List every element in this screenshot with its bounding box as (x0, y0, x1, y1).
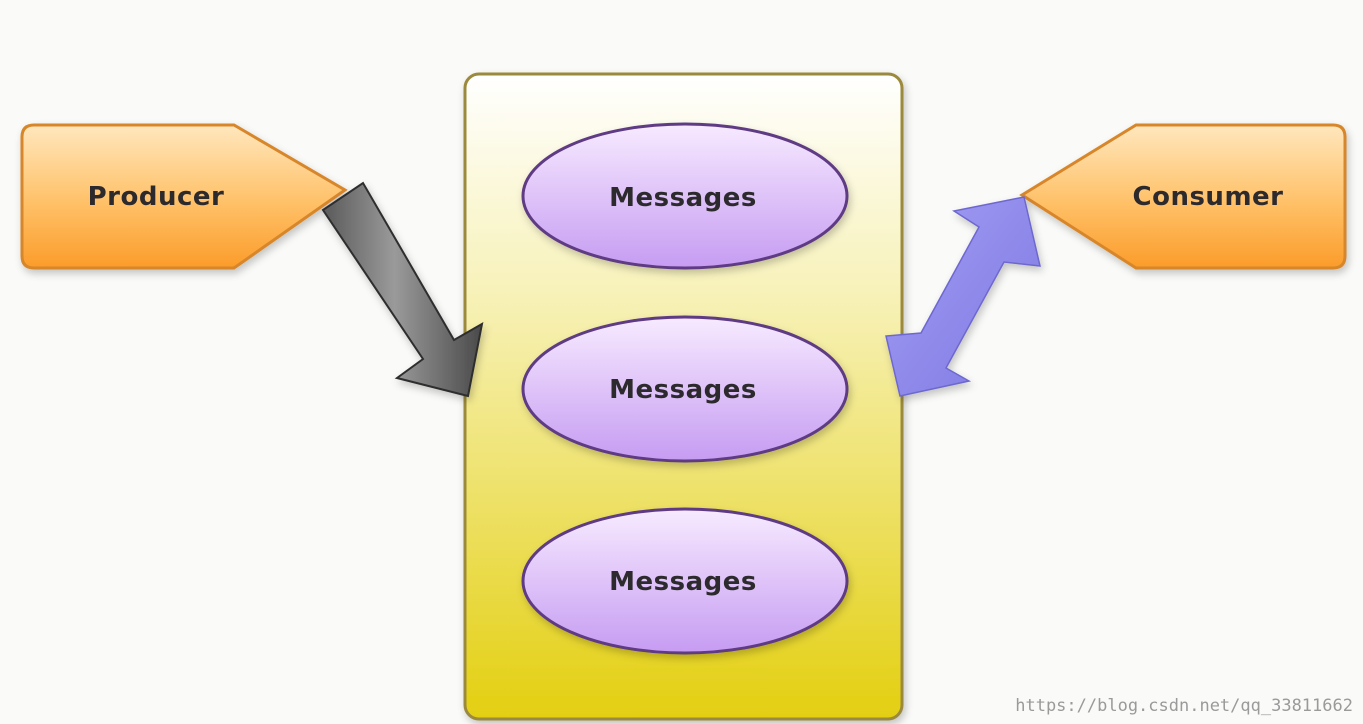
message-label: Messages (609, 567, 757, 597)
watermark-url: https://blog.csdn.net/qq_33811662 (1015, 696, 1353, 716)
consumer-node: Consumer (1019, 123, 1347, 270)
message-item: Messages (521, 122, 849, 270)
message-label: Messages (609, 183, 757, 213)
consumer-label: Consumer (1133, 182, 1284, 212)
producer-to-queue-arrow (321, 181, 484, 398)
message-label: Messages (609, 375, 757, 405)
producer-label: Producer (88, 182, 225, 212)
message-item: Messages (521, 315, 849, 463)
producer-node: Producer (20, 123, 348, 270)
message-item: Messages (521, 507, 849, 655)
consumer-queue-double-arrow (885, 196, 1041, 397)
